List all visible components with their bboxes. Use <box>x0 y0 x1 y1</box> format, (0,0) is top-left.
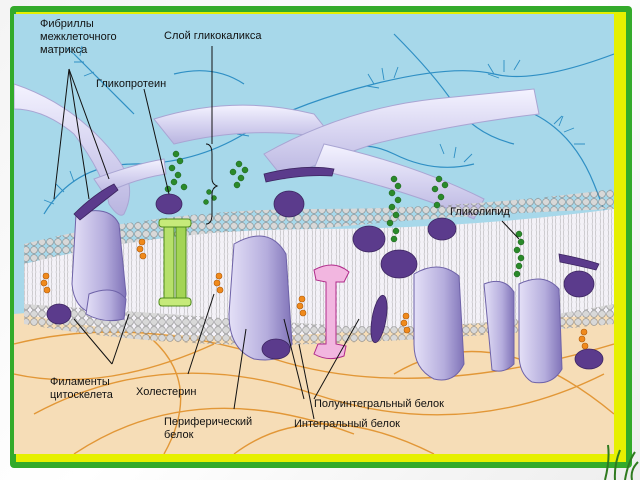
label-peripheral-protein: Периферический белок <box>164 416 253 441</box>
label-cholesterol: Холестерин <box>136 386 197 398</box>
membrane-diagram: Фибриллы межклеточного матрикса Слой гли… <box>14 14 614 454</box>
label-glycocalyx: Слой гликокаликса <box>164 30 262 42</box>
label-glycolipid: Гликолипид <box>450 206 510 218</box>
glycocalyx-bracket <box>205 143 219 225</box>
grass-decoration <box>604 444 639 480</box>
membrane-illustration <box>14 33 614 454</box>
label-cytoskeleton: Филаменты цитоскелета <box>50 376 113 401</box>
label-fibrils: Фибриллы межклеточного матрикса <box>40 18 117 56</box>
pointer-lines <box>53 46 520 420</box>
label-semi-integral-protein: Полуинтегральный белок <box>314 398 444 410</box>
label-glycoprotein: Гликопротеин <box>96 78 167 90</box>
label-integral-protein: Интегральный белок <box>294 418 400 430</box>
